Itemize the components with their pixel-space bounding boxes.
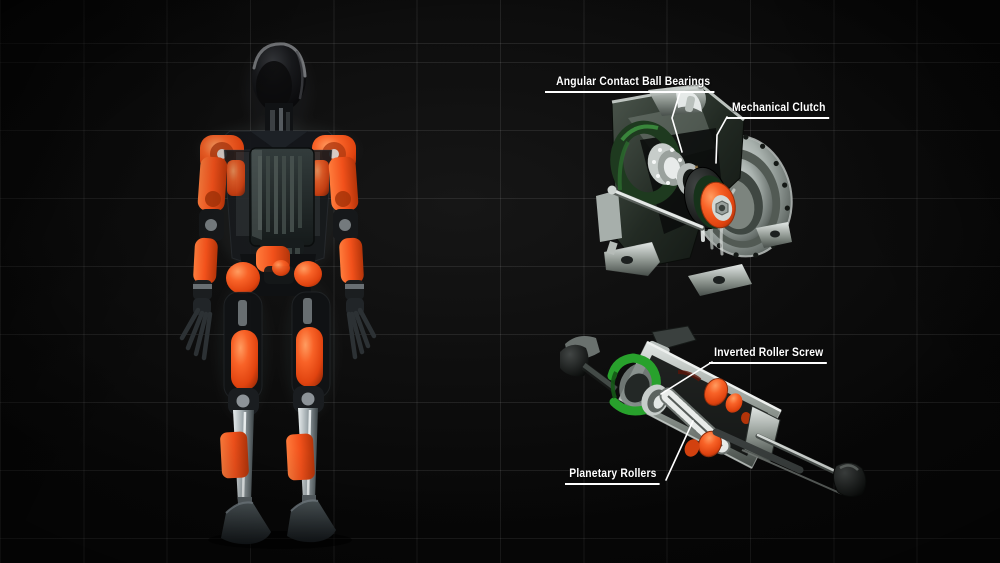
linear-rear-cap	[560, 344, 589, 377]
linear-end-cap	[832, 462, 867, 498]
callout-label-planetary-rollers: Planetary Rollers	[565, 466, 660, 485]
robot-left-hand	[179, 307, 213, 361]
robot-left-foot	[221, 502, 271, 545]
robot-right-leg	[286, 291, 336, 543]
callout-label-mechanical-clutch: Mechanical Clutch	[726, 100, 829, 119]
torso-battery-pack	[249, 147, 315, 256]
humanoid-robot-figure	[179, 42, 377, 549]
callout-label-inverted-roller-screw: Inverted Roller Screw	[709, 345, 827, 364]
callout-label-angular-contact-ball-bearings: Angular Contact Ball Bearings	[545, 74, 715, 93]
robot-head	[252, 42, 307, 112]
robot-right-hand	[346, 307, 377, 360]
